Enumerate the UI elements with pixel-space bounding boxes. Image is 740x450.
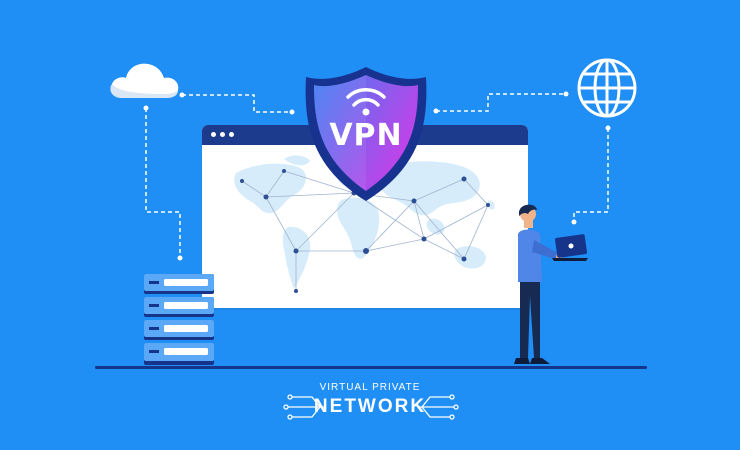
- caption-subtitle: VIRTUAL PRIVATE: [319, 382, 421, 393]
- vpn-label: VPN: [329, 118, 403, 153]
- window-dot-icon: [220, 132, 225, 137]
- person-with-laptop: [514, 204, 588, 364]
- window-dot-icon: [229, 132, 234, 137]
- server-icon: [144, 274, 214, 365]
- world-map: [234, 155, 495, 293]
- window-dot-icon: [211, 132, 216, 137]
- laptop-icon: [552, 234, 588, 261]
- ground-line: [95, 366, 647, 369]
- vpn-shield-icon: [305, 67, 427, 201]
- globe-icon: [577, 58, 637, 118]
- cloud-icon: [110, 63, 179, 98]
- browser-window: [202, 125, 528, 308]
- circuit-right-icon: [418, 394, 459, 420]
- circuit-left-icon: [283, 394, 324, 420]
- caption-title: NETWORK: [313, 396, 427, 417]
- wifi-icon: [346, 88, 386, 107]
